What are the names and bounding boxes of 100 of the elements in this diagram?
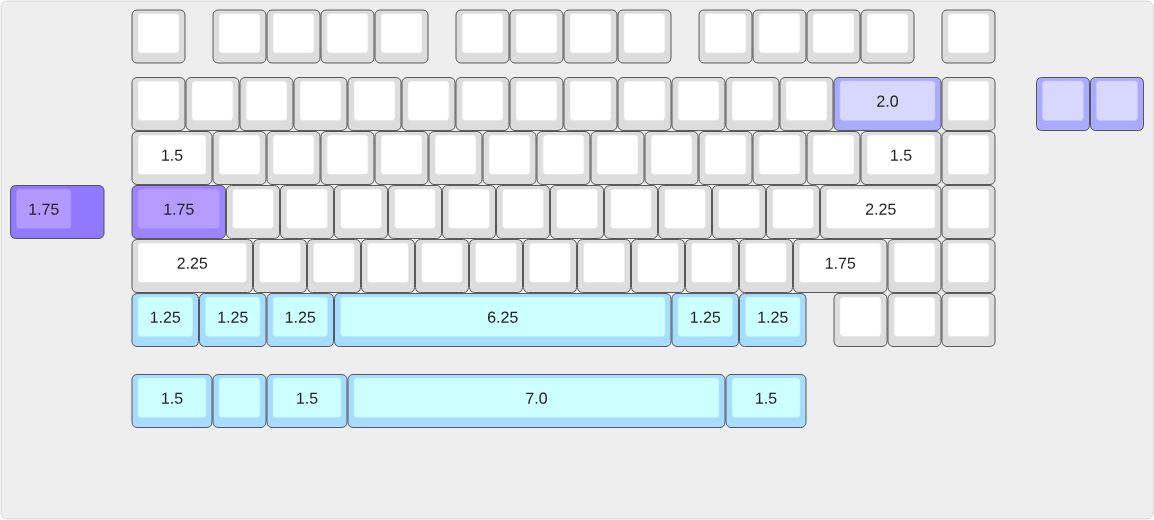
keycap bbox=[442, 185, 496, 239]
keycap: 6.25 bbox=[334, 293, 672, 347]
keycap bbox=[941, 239, 996, 293]
keycap: 1.5 bbox=[725, 374, 807, 428]
keycap bbox=[374, 131, 429, 185]
keycap: 1.25 bbox=[131, 293, 199, 347]
keycap bbox=[266, 131, 321, 185]
keycap: 2.0 bbox=[833, 77, 942, 131]
keycap bbox=[563, 77, 618, 131]
keycap bbox=[644, 131, 699, 185]
keycap: 1.5 bbox=[266, 374, 348, 428]
keycap bbox=[185, 77, 240, 131]
keycap bbox=[280, 185, 334, 239]
keycap bbox=[1090, 77, 1144, 131]
keycap bbox=[617, 77, 672, 131]
keycap bbox=[1036, 77, 1090, 131]
keycap: 1.25 bbox=[199, 293, 267, 347]
keycap bbox=[374, 9, 429, 64]
node-label: 1.75 bbox=[825, 257, 856, 269]
keycap bbox=[415, 239, 469, 293]
keycap bbox=[455, 9, 510, 64]
keycap: 1.75 bbox=[10, 185, 105, 239]
keycap bbox=[617, 9, 672, 64]
keycap bbox=[590, 131, 645, 185]
keycap: 1.5 bbox=[131, 374, 213, 428]
keycap bbox=[293, 77, 348, 131]
keycap: 1.5 bbox=[131, 131, 213, 185]
keycap bbox=[671, 77, 726, 131]
keycap bbox=[941, 185, 996, 239]
keycap bbox=[631, 239, 685, 293]
keycap bbox=[131, 9, 186, 64]
keycap bbox=[320, 131, 375, 185]
keycap bbox=[226, 185, 280, 239]
keycap bbox=[806, 9, 861, 64]
keycap: 1.75 bbox=[131, 185, 226, 239]
node-label: 1.25 bbox=[218, 311, 248, 323]
keycap bbox=[212, 9, 267, 64]
keycap bbox=[550, 185, 604, 239]
node-label: 1.25 bbox=[758, 311, 788, 323]
keycap bbox=[725, 77, 780, 131]
keycap: 1.25 bbox=[671, 293, 739, 347]
keycap bbox=[253, 239, 307, 293]
keycap bbox=[212, 374, 267, 428]
keycap bbox=[766, 185, 820, 239]
node-label: 1.25 bbox=[285, 311, 316, 323]
keycap bbox=[334, 185, 388, 239]
keycap bbox=[739, 239, 793, 293]
keycap bbox=[941, 9, 996, 64]
keycap bbox=[685, 239, 739, 293]
keycap bbox=[509, 77, 564, 131]
node-label: 2.25 bbox=[177, 257, 208, 269]
keycap bbox=[563, 9, 618, 64]
keycap bbox=[482, 131, 537, 185]
keycap bbox=[401, 77, 456, 131]
keycap bbox=[496, 185, 550, 239]
keycap bbox=[388, 185, 442, 239]
keycap bbox=[752, 9, 807, 64]
keycap: 1.25 bbox=[266, 293, 334, 347]
node-label: 6.25 bbox=[488, 311, 518, 323]
node-label: 1.5 bbox=[891, 149, 912, 161]
keycap bbox=[658, 185, 712, 239]
keycap bbox=[941, 293, 996, 347]
keycap bbox=[307, 239, 361, 293]
keycap bbox=[509, 9, 564, 64]
keycap bbox=[712, 185, 766, 239]
node-label: 1.5 bbox=[162, 149, 183, 161]
keycap: 1.25 bbox=[739, 293, 807, 347]
keycap bbox=[887, 239, 942, 293]
keycap bbox=[523, 239, 577, 293]
keycap bbox=[320, 9, 375, 64]
keycap bbox=[860, 9, 915, 64]
keycap: 1.75 bbox=[793, 239, 888, 293]
keycap bbox=[604, 185, 658, 239]
keycap bbox=[455, 77, 510, 131]
keycap: 2.25 bbox=[131, 239, 253, 293]
node-label: 1.25 bbox=[150, 311, 181, 323]
keycap bbox=[347, 77, 402, 131]
keycap: 7.0 bbox=[347, 374, 726, 428]
keycap bbox=[806, 131, 861, 185]
keycap bbox=[536, 131, 591, 185]
keycap bbox=[239, 77, 294, 131]
keycap bbox=[428, 131, 483, 185]
keycap bbox=[131, 77, 186, 131]
node-label: 2.25 bbox=[865, 203, 896, 215]
keycap: 2.25 bbox=[820, 185, 942, 239]
keycap bbox=[577, 239, 631, 293]
keycap: 1.5 bbox=[860, 131, 942, 185]
keycap bbox=[469, 239, 523, 293]
keycap bbox=[779, 77, 834, 131]
keycap bbox=[698, 131, 753, 185]
keycap bbox=[833, 293, 888, 347]
keycap bbox=[212, 131, 267, 185]
keycap bbox=[941, 77, 996, 131]
keycap bbox=[941, 131, 996, 185]
keycap bbox=[266, 9, 321, 64]
keycap bbox=[698, 9, 753, 64]
node-label: 1.25 bbox=[690, 311, 721, 323]
keycap bbox=[361, 239, 415, 293]
keycap bbox=[887, 293, 942, 347]
keycap bbox=[752, 131, 807, 185]
